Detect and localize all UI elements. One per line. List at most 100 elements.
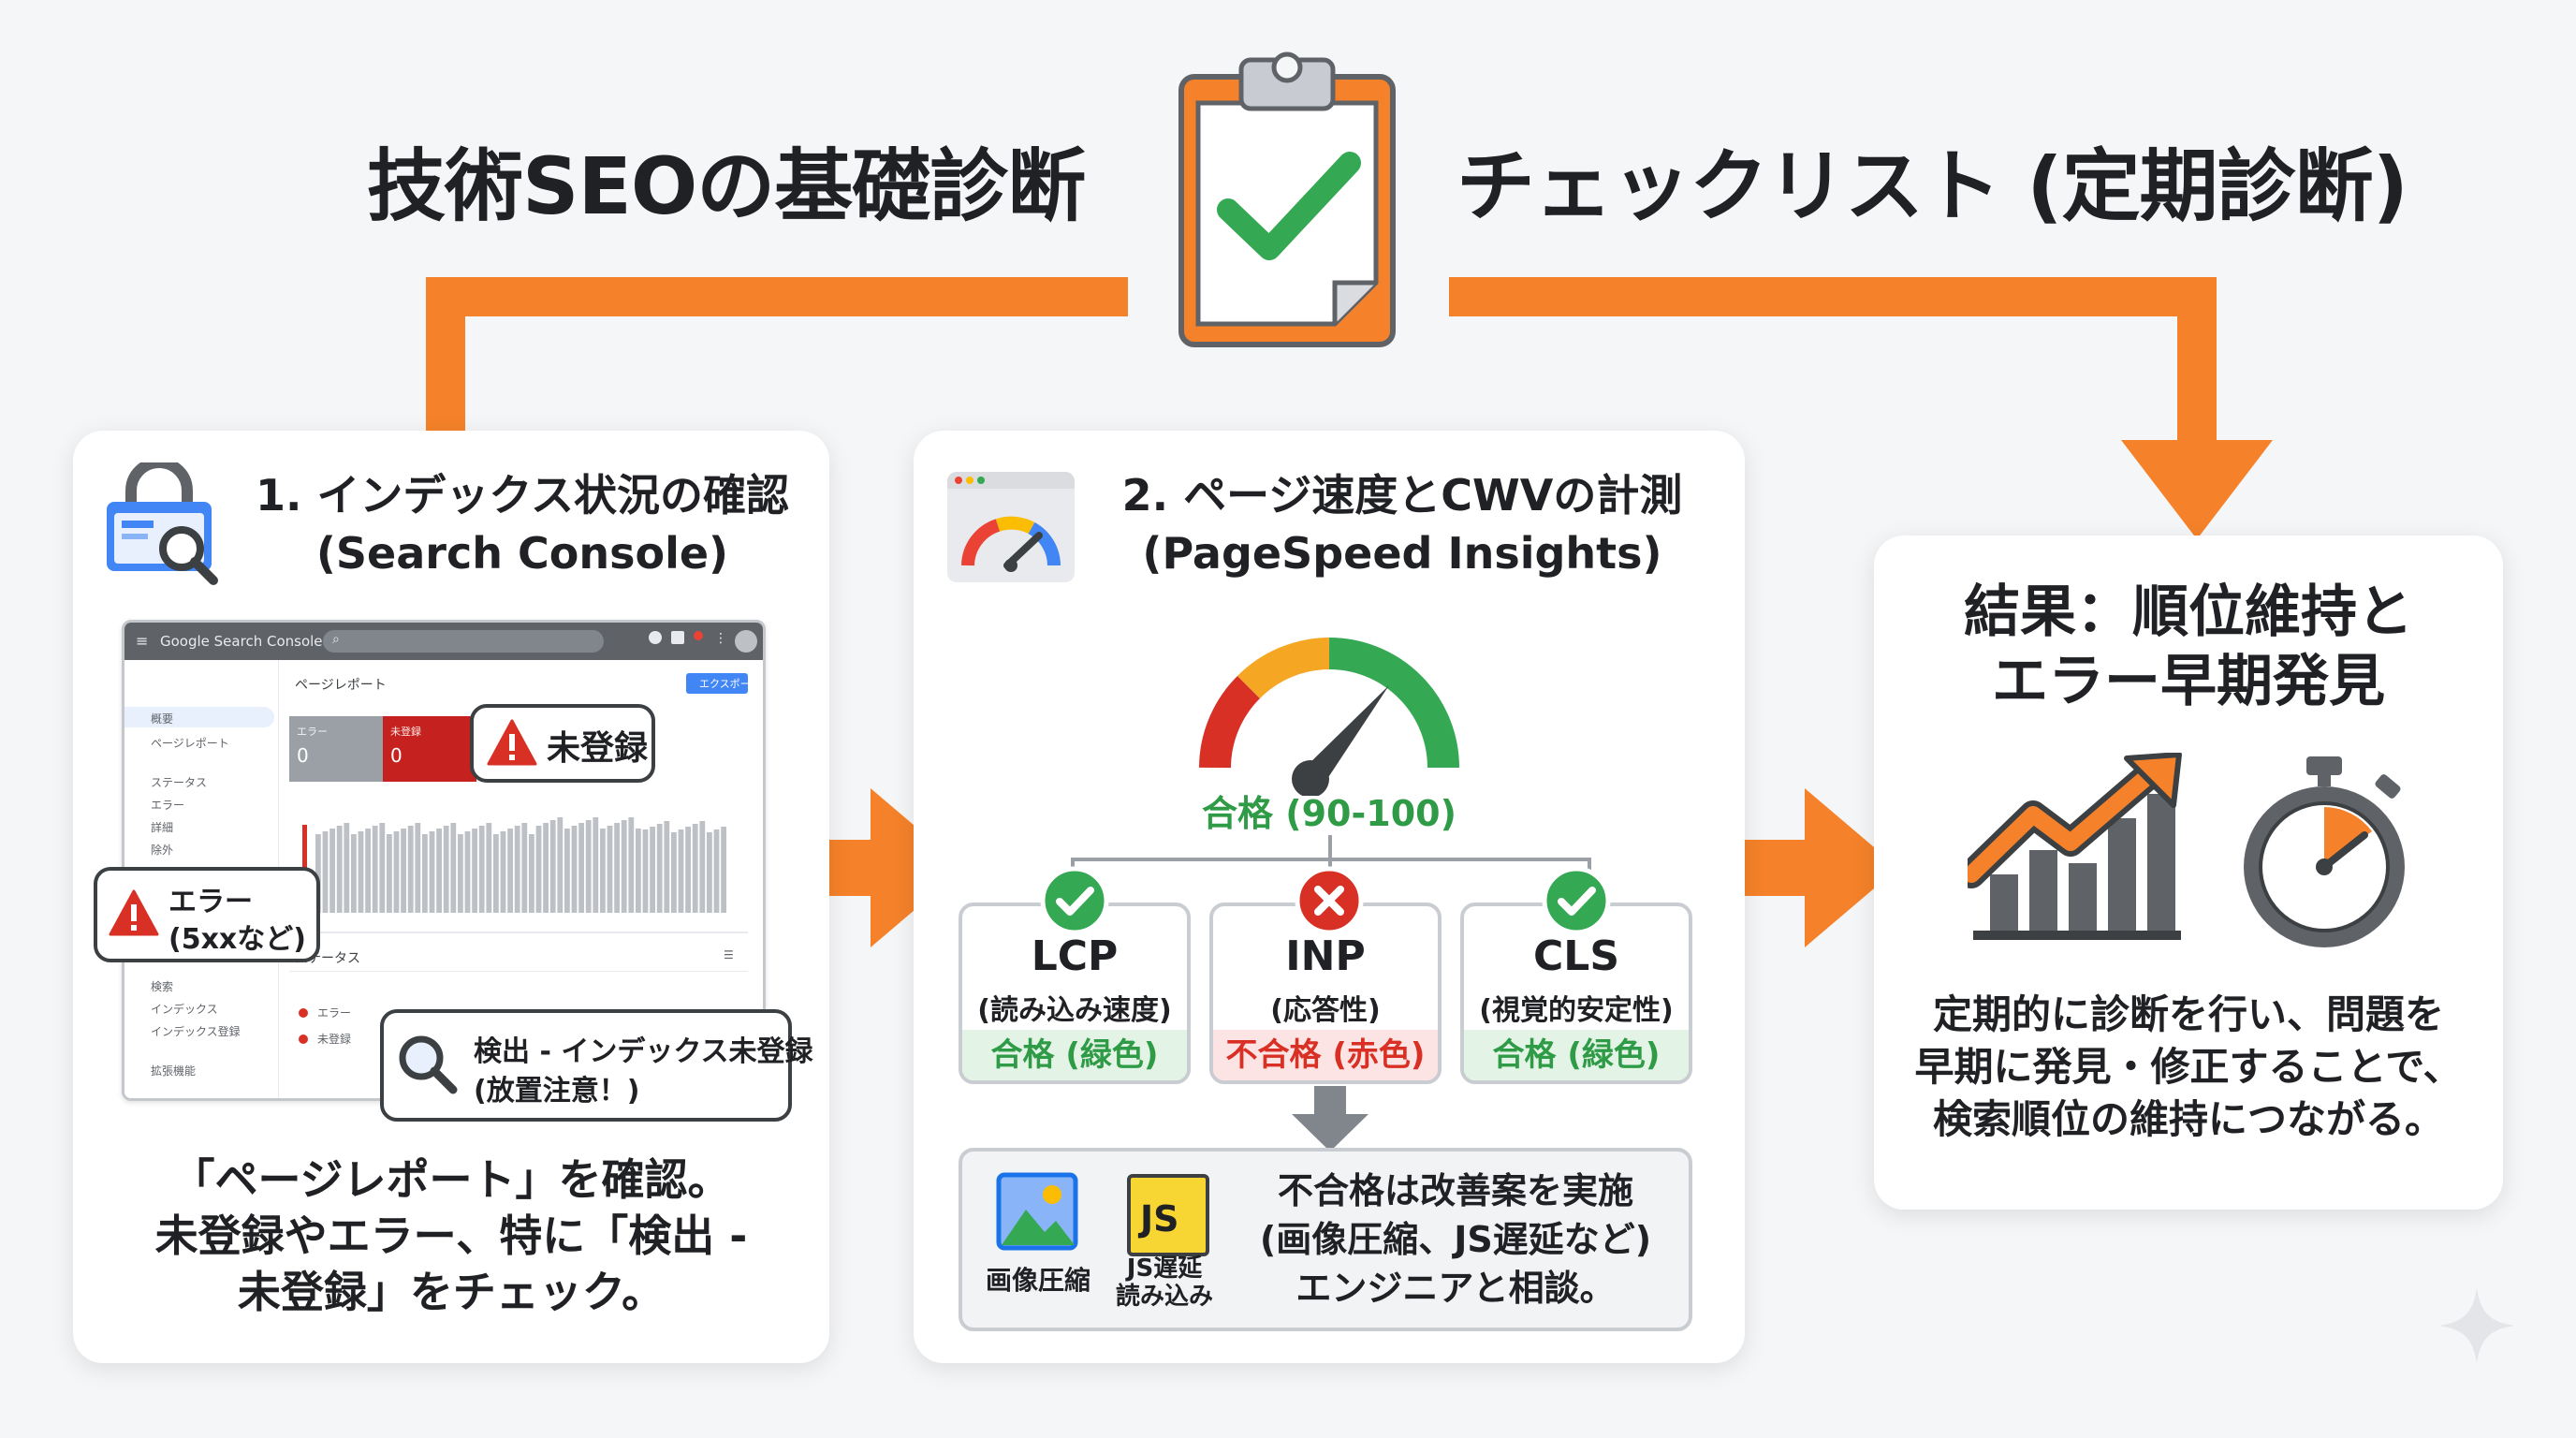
mock-chart-bar	[628, 817, 635, 913]
mock-chart-bar	[486, 823, 492, 913]
sidebar-item[interactable]: インデックス	[151, 1003, 218, 1016]
menu-icon[interactable]: ≡	[136, 632, 149, 650]
fix-text-line3: エンジニアと相談。	[1295, 1268, 1616, 1309]
gauge-label: 合格 (90-100)	[1202, 793, 1456, 834]
mock-chart-bar	[621, 820, 627, 913]
status-row-unregistered[interactable]: 未登録	[317, 1033, 352, 1046]
title-right: チェックリスト (定期診断)	[1456, 140, 2408, 232]
sidebar-item[interactable]: ページレポート	[151, 737, 229, 750]
status-row-error[interactable]: エラー	[317, 1006, 352, 1020]
connector-top-right	[1449, 277, 2217, 316]
metric-result: 合格 (緑色)	[962, 1030, 1187, 1080]
step1-caption-line3: 未登録」をチェック。	[237, 1267, 666, 1317]
check-circle-icon	[1040, 866, 1109, 935]
mock-chart-bar	[322, 831, 329, 913]
mock-chart-bar	[387, 834, 392, 913]
mock-chart-bar	[585, 820, 592, 913]
mock-chart-bar	[336, 826, 343, 913]
sidebar-item-active[interactable]	[124, 707, 274, 727]
improvement-box: 画像圧縮 JS JS遅延 読み込み 不合格は改善案を実施 (画像圧縮、JS遅延な…	[959, 1148, 1692, 1331]
warning-icon	[487, 719, 537, 766]
metric-result: 合格 (緑色)	[1464, 1030, 1689, 1080]
sidebar-item[interactable]: 除外	[151, 844, 174, 857]
stat-unregistered[interactable]: 未登録 0	[383, 716, 476, 782]
fix-js-line2: 読み込み	[1115, 1283, 1213, 1311]
help-icon[interactable]	[649, 631, 662, 644]
mock-chart-bar	[529, 834, 534, 913]
sidebar-item[interactable]: 概要	[151, 712, 174, 726]
mock-chart-bar	[642, 829, 649, 913]
connector-left-down	[426, 277, 465, 433]
cross-circle-icon	[1295, 866, 1364, 935]
clipboard-check-icon	[1178, 51, 1396, 347]
mock-chart-bar	[571, 826, 578, 913]
sidebar-item[interactable]: 拡張機能	[151, 1064, 197, 1078]
step1-title-line1: 1. インデックス状況の確認	[255, 470, 790, 521]
sidebar-item[interactable]: エラー	[151, 799, 185, 812]
mock-chart-bar	[478, 826, 485, 913]
step1-caption-line1: 「ページレポート」を確認。	[171, 1154, 731, 1205]
export-button[interactable]: エクスポート	[686, 673, 761, 694]
app-name: Google Search Console	[160, 633, 323, 650]
mock-chart-bar	[578, 823, 584, 913]
mock-chart-bar	[379, 823, 386, 913]
settings-icon[interactable]	[671, 631, 684, 644]
result-caption-line1: 定期的に診断を行い、問題を	[1932, 991, 2444, 1037]
mockup-search-input[interactable]: ⌕	[323, 630, 604, 653]
metric-result: 不合格 (赤色)	[1213, 1030, 1438, 1080]
search-console-icon	[107, 462, 218, 585]
notification-icon[interactable]	[694, 631, 703, 640]
fix-text-line1: 不合格は改善案を実施	[1277, 1170, 1633, 1211]
sidebar-item[interactable]: インデックス登録	[151, 1025, 241, 1038]
stat-error[interactable]: エラー 0	[289, 716, 383, 782]
sidebar-item[interactable]: 詳細	[151, 821, 174, 834]
mock-chart-bar	[415, 823, 421, 913]
mock-chart-bar	[514, 826, 520, 913]
mock-chart-bar	[407, 826, 414, 913]
mock-chart-bar	[358, 831, 364, 913]
metric-inp: INP (応答性) 不合格 (赤色)	[1209, 902, 1442, 1084]
pagespeed-icon	[947, 472, 1075, 582]
mock-chart-bar	[678, 829, 684, 913]
mock-chart-bar	[472, 829, 477, 913]
search-console-mockup: ≡ Google Search Console ⌕ ⋮ 概要 ページレポート ス…	[122, 620, 766, 1101]
arrow-down-icon	[1292, 1086, 1368, 1152]
mock-chart-bar	[607, 826, 613, 913]
step1-caption-line2: 未登録やエラー、特に「検出 -	[154, 1211, 748, 1261]
sidebar-item[interactable]: 検索	[151, 980, 174, 993]
mock-chart-bar	[549, 820, 556, 913]
mock-chart-bar	[365, 829, 371, 913]
arrow-down-icon	[2121, 440, 2273, 539]
step2-title-line1: 2. ページ速度とCWVの計測	[1121, 470, 1683, 521]
filter-icon[interactable]: ☰	[724, 948, 734, 961]
mock-chart-bar	[344, 823, 350, 913]
index-bar-chart	[302, 817, 726, 913]
divider	[289, 971, 748, 972]
step2-title-line2: (PageSpeed Insights)	[1142, 528, 1662, 579]
arrow-right-icon	[1720, 788, 1898, 947]
mock-chart-bar	[656, 824, 663, 913]
mock-chart-bar	[636, 829, 641, 913]
search-icon: ⌕	[332, 632, 340, 647]
mock-chart-bar	[450, 823, 457, 913]
mock-chart-bar	[685, 827, 691, 913]
callout-error: エラー (5xxなど)	[94, 867, 320, 962]
avatar[interactable]	[735, 630, 757, 653]
mock-chart-bar	[664, 821, 670, 913]
error-dot	[299, 1034, 308, 1044]
mock-chart-bar	[351, 834, 357, 913]
check-circle-icon	[1542, 866, 1611, 935]
mock-chart-bar	[436, 829, 442, 913]
sparkle-icon	[2439, 1288, 2514, 1363]
mock-chart-bar	[329, 829, 335, 913]
mock-chart-bar	[650, 827, 655, 913]
error-dot	[299, 1008, 308, 1018]
mock-chart-bar	[464, 831, 471, 913]
apps-icon[interactable]: ⋮	[714, 631, 727, 646]
image-icon	[996, 1172, 1078, 1251]
result-caption-line2: 早期に発見・修正することで、	[1914, 1044, 2463, 1090]
step1-title-line2: (Search Console)	[315, 528, 729, 579]
sidebar-section: ステータス	[151, 776, 208, 789]
mockup-page-heading: ページレポート	[295, 678, 387, 693]
